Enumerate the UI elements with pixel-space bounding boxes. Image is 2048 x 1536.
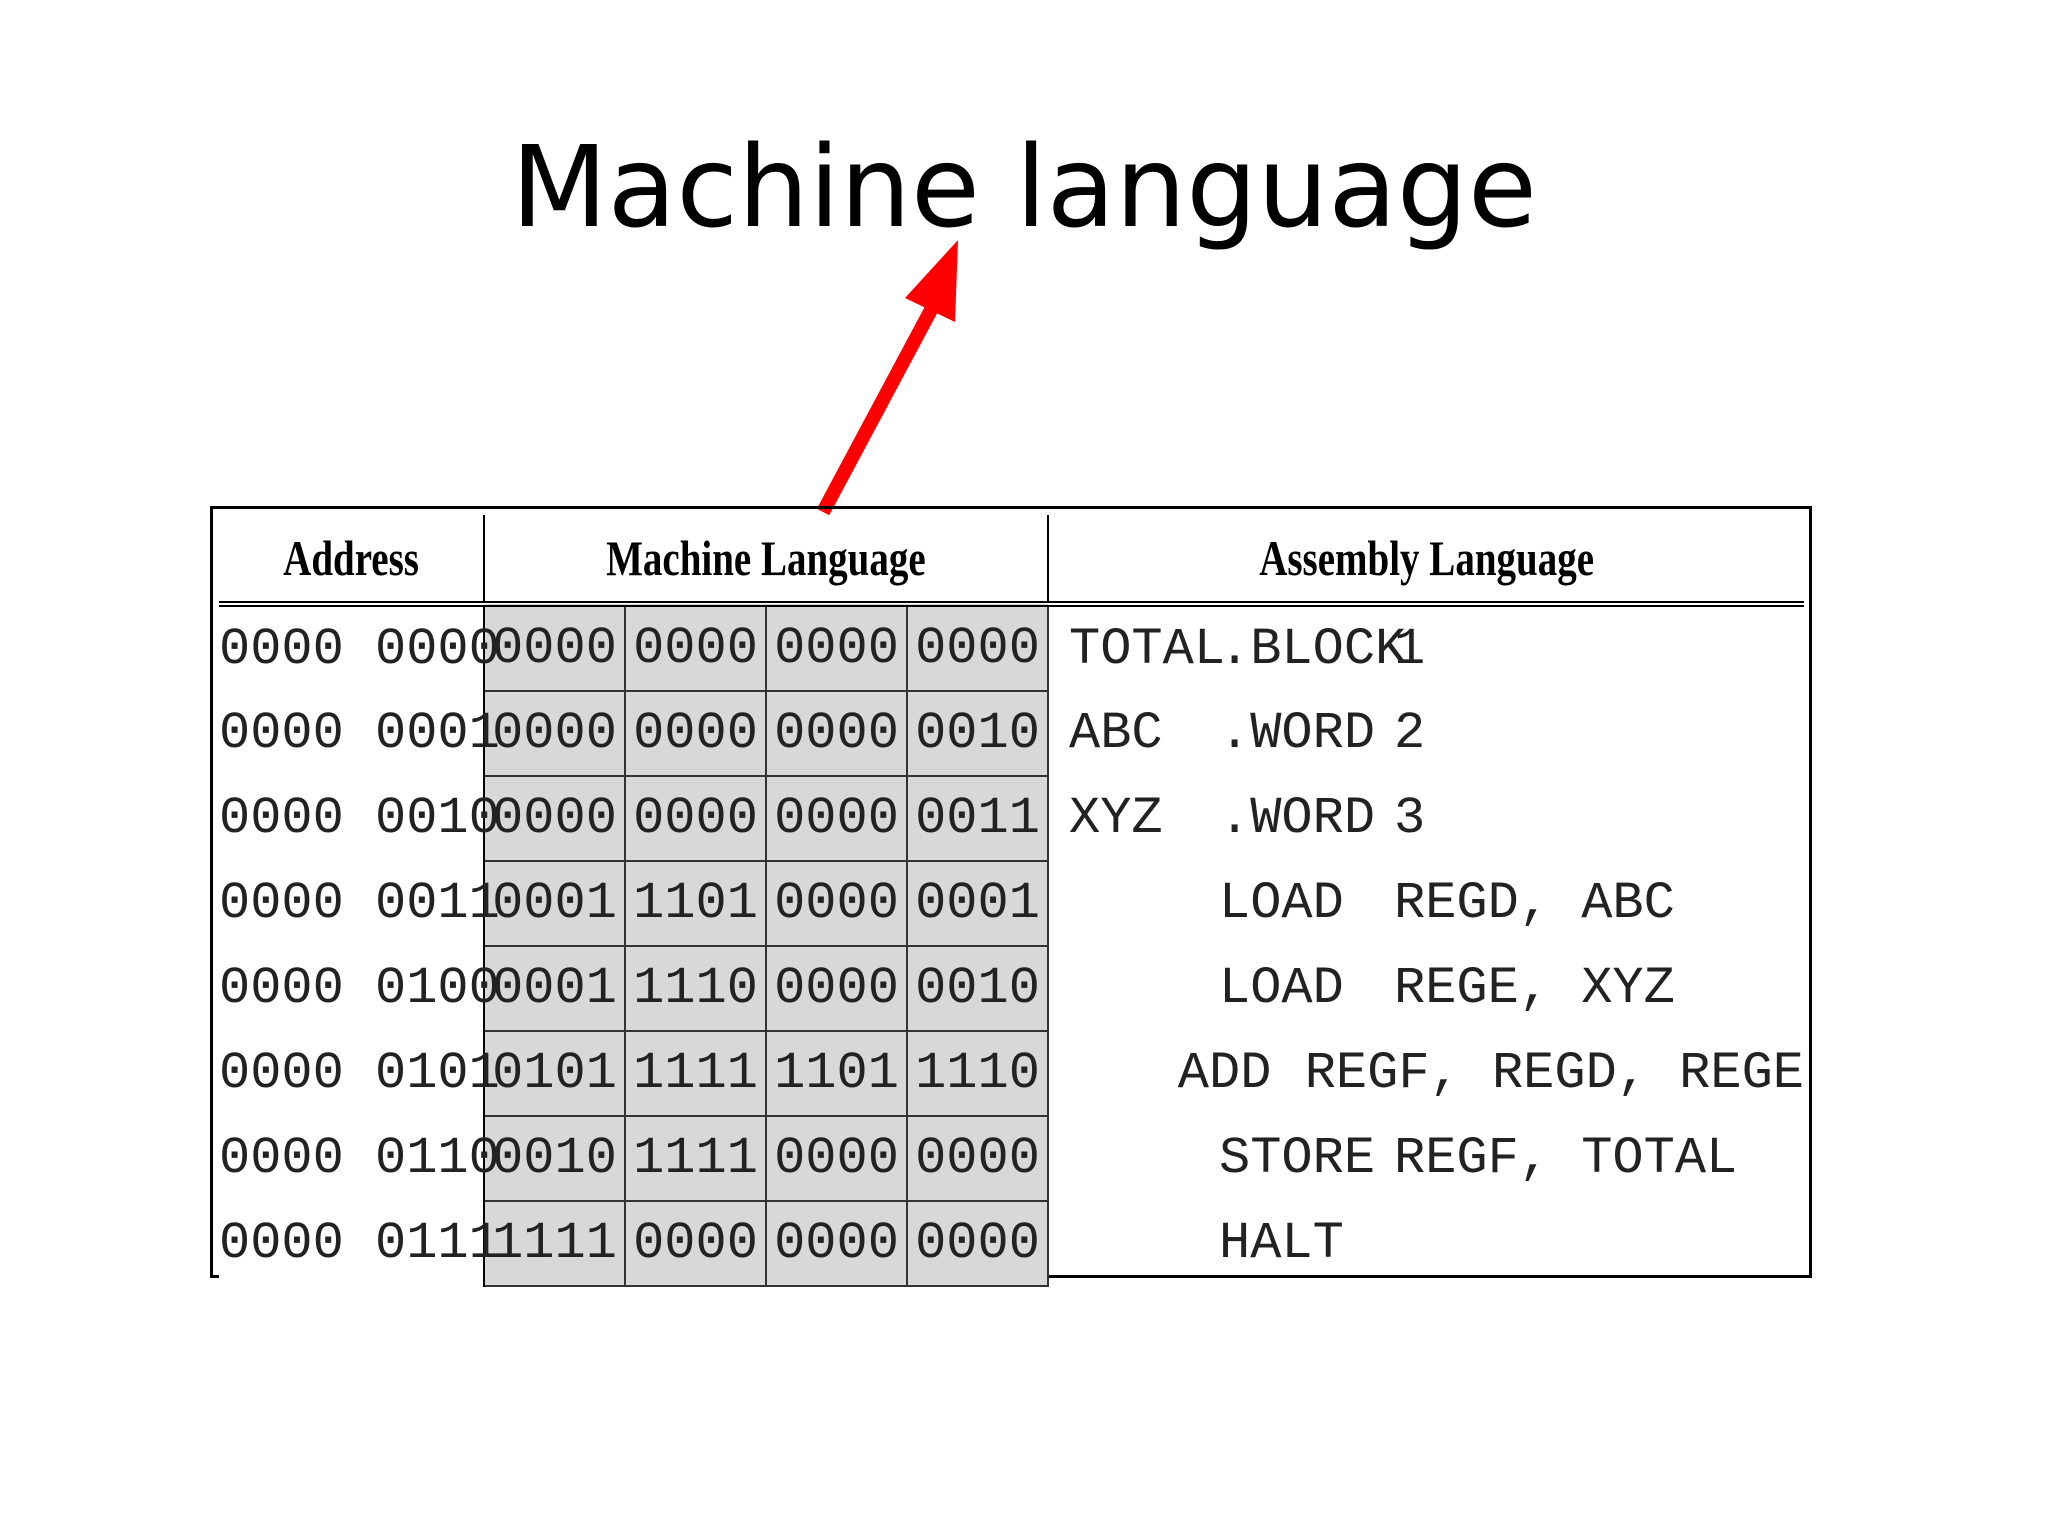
- machine-code-cell: 0000: [624, 775, 767, 862]
- machine-code-cell: 0010: [906, 690, 1049, 777]
- machine-code-cell: 0000: [765, 860, 908, 947]
- address-cell: 0000 0100: [219, 946, 500, 1031]
- machine-code-cell: 1110: [624, 945, 767, 1032]
- machine-code-cell: 0000: [624, 1200, 767, 1287]
- address-cell: 0000 0010: [219, 776, 500, 861]
- assembly-args: REGF, TOTAL: [1394, 1129, 1738, 1188]
- assembly-cell: LOAD REGE, XYZ: [1048, 946, 1804, 1031]
- assembly-op: .BLOCK: [1219, 619, 1407, 679]
- slide-title: Machine language: [511, 123, 1537, 253]
- machine-code-cell: 0000: [765, 690, 908, 777]
- code-table: Address Machine Language Assembly Langua…: [219, 515, 1804, 1287]
- assembly-args: REGE, XYZ: [1394, 959, 1675, 1018]
- address-cell: 0000 0011: [219, 861, 500, 946]
- assembly-cell: LOAD REGD, ABC: [1048, 861, 1804, 946]
- assembly-label: [1069, 874, 1219, 933]
- machine-code-cell: 0001: [906, 860, 1049, 947]
- machine-code-cell: 0000: [765, 775, 908, 862]
- machine-code-cell: 0010: [906, 945, 1049, 1032]
- assembly-label: ABC: [1069, 704, 1163, 763]
- assembly-args: 2: [1394, 704, 1426, 763]
- assembly-cell: ABC .WORD 2: [1048, 691, 1804, 776]
- machine-code-cell: 0010: [483, 1115, 626, 1202]
- assembly-label: [1069, 1044, 1178, 1103]
- assembly-label: [1069, 959, 1219, 1018]
- machine-code-cell: 1111: [483, 1200, 626, 1287]
- assembly-label: [1069, 1214, 1219, 1273]
- assembly-op: STORE: [1219, 1129, 1376, 1188]
- machine-code-cell: 0000: [483, 603, 626, 692]
- machine-code-cell: 0001: [483, 945, 626, 1032]
- address-cell: 0000 0111: [219, 1201, 500, 1286]
- assembly-label: TOTAL: [1069, 619, 1226, 679]
- machine-code-cell: 0000: [765, 1200, 908, 1287]
- assembly-label: XYZ: [1069, 789, 1163, 848]
- machine-code-cell: 0000: [906, 1115, 1049, 1202]
- assembly-cell: STORE REGF, TOTAL: [1048, 1116, 1804, 1201]
- table-header-row: Address Machine Language Assembly Langua…: [219, 515, 1804, 607]
- assembly-args: 1: [1394, 619, 1426, 679]
- assembly-cell: ADD REGF, REGD, REGE: [1048, 1031, 1804, 1116]
- assembly-args: 3: [1394, 789, 1426, 848]
- address-cell: 0000 0000: [219, 604, 500, 691]
- machine-code-cell: 0000: [624, 603, 767, 692]
- machine-code-cell: 0011: [906, 775, 1049, 862]
- machine-code-cell: 0000: [483, 690, 626, 777]
- assembly-args: REGF, REGD, REGE: [1304, 1044, 1804, 1103]
- machine-code-cell: 0000: [483, 775, 626, 862]
- code-table-frame: Address Machine Language Assembly Langua…: [210, 506, 1812, 1287]
- machine-code-cell: 0000: [765, 945, 908, 1032]
- assembly-op: .WORD: [1219, 704, 1376, 763]
- machine-code-cell: 1101: [765, 1030, 908, 1117]
- machine-language-header: Machine Language: [484, 515, 1049, 607]
- machine-code-cell: 1101: [624, 860, 767, 947]
- assembly-op: LOAD: [1219, 959, 1344, 1018]
- assembly-args: REGD, ABC: [1394, 874, 1675, 933]
- assembly-label: [1069, 1129, 1219, 1188]
- machine-code-cell: 1111: [624, 1115, 767, 1202]
- assembly-op: ADD: [1177, 1044, 1272, 1103]
- assembly-op: LOAD: [1219, 874, 1344, 933]
- machine-code-cell: 0001: [483, 860, 626, 947]
- arrow-shaft: [816, 304, 939, 516]
- machine-code-cell: 0101: [483, 1030, 626, 1117]
- machine-code-cell: 0000: [765, 1115, 908, 1202]
- assembly-op: .WORD: [1219, 789, 1376, 848]
- address-cell: 0000 0001: [219, 691, 500, 776]
- address-cell: 0000 0110: [219, 1116, 500, 1201]
- assembly-language-header: Assembly Language: [1048, 515, 1804, 607]
- address-cell: 0000 0101: [219, 1031, 500, 1116]
- machine-code-cell: 1111: [624, 1030, 767, 1117]
- assembly-op: HALT: [1219, 1214, 1344, 1273]
- machine-code-cell: 0000: [624, 690, 767, 777]
- assembly-cell: HALT: [1048, 1201, 1804, 1286]
- address-header: Address: [219, 515, 485, 607]
- machine-code-cell: 0000: [765, 603, 908, 692]
- assembly-cell: XYZ .WORD 3: [1048, 776, 1804, 861]
- machine-code-cell: 0000: [906, 603, 1049, 692]
- machine-code-cell: 1110: [906, 1030, 1049, 1117]
- machine-code-cell: 0000: [906, 1200, 1049, 1287]
